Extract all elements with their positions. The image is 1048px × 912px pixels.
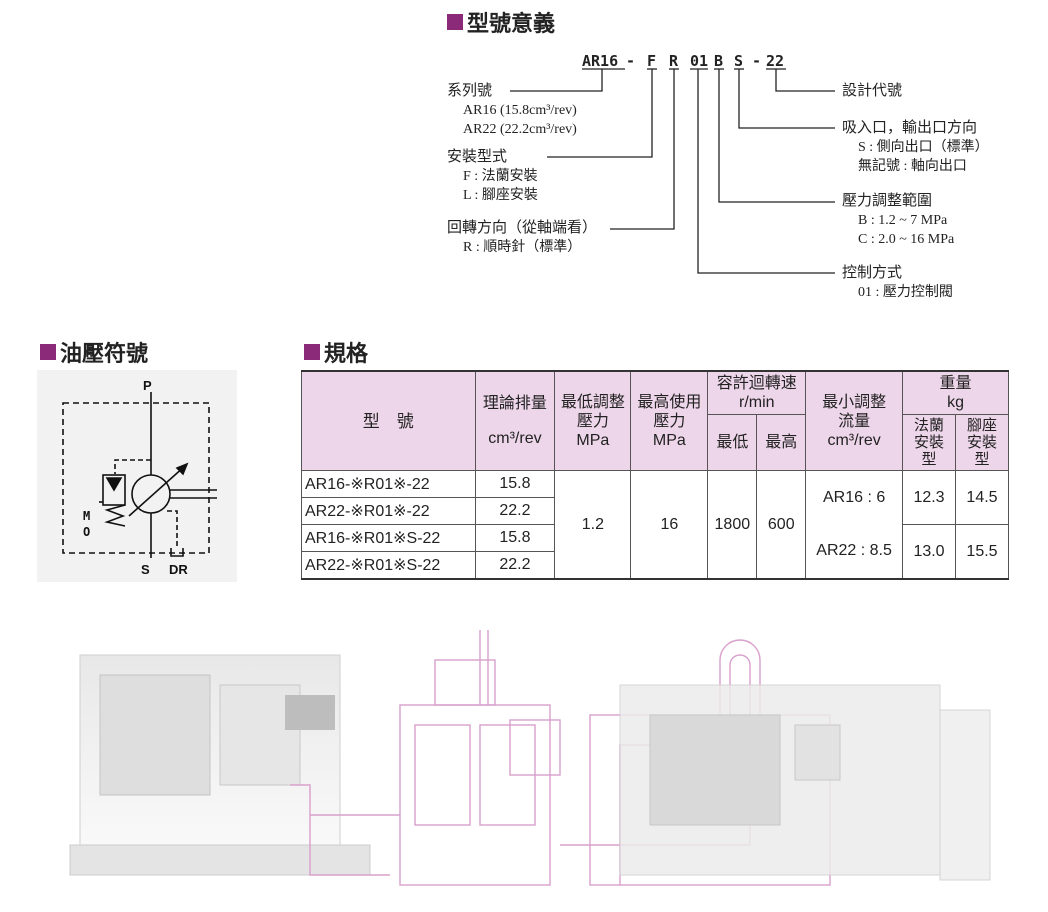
cell-flow-ar16: AR16 : 6 (805, 470, 904, 525)
table-row: AR16-※R01※S-22 15.8 AR22 : 8.5 13.0 15.5 (301, 524, 1010, 580)
machining-center-image (69, 654, 371, 876)
header-min-pressure: 最低調整壓力 MPa (554, 370, 632, 471)
header-weight: 重量 kg (902, 370, 1009, 415)
code-mounting: F (647, 52, 657, 70)
cell-weight-ar16-flange: 12.3 (902, 470, 956, 525)
cell-speed-max: 600 (756, 470, 807, 580)
code-control: 01 (690, 52, 709, 70)
cell-weight-ar16-foot: 14.5 (954, 470, 1010, 525)
cell-displacement: 15.8 (474, 524, 556, 552)
control-label: 控制方式 01 : 壓力控制閥 (842, 265, 953, 300)
design-label: 設計代號 (842, 83, 903, 99)
spec-title: 規格 (304, 336, 368, 368)
cell-speed-min: 1800 (707, 470, 758, 580)
code-design: 22 (766, 52, 785, 70)
code-rotation: R (669, 52, 679, 70)
symbol-o-label: O (83, 525, 90, 539)
port-label: 吸入口，輸出口方向 S : 側向出口（標準） 無記號 : 軸向出口 (842, 120, 989, 174)
cell-max-pressure: 16 (630, 470, 709, 580)
machine-illustration (69, 630, 991, 886)
title-marker-icon (447, 14, 463, 30)
cell-model: AR22-※R01※-22 (301, 497, 476, 525)
header-flange: 法蘭安裝型 (902, 414, 956, 471)
cell-weight-ar22-foot: 15.5 (954, 524, 1010, 580)
header-displacement: 理論排量 cm³/rev (474, 370, 556, 471)
header-speed: 容許迴轉速 r/min (707, 370, 807, 415)
port-s-label: S (141, 562, 150, 577)
table-row: AR22-※R01※S-22 22.2 (301, 551, 1009, 580)
table-row: AR16-※R01※-22 15.8 1.2 16 1800 600 AR16 … (301, 470, 1010, 580)
cell-model: AR16-※R01※S-22 (301, 524, 476, 552)
title-marker-icon (40, 344, 56, 360)
hydraulic-symbol-panel: P S DR M O (37, 370, 237, 582)
title-marker-icon (304, 344, 320, 360)
cell-displacement: 22.2 (474, 551, 556, 580)
symbol-title: 油壓符號 (40, 336, 148, 368)
header-model: 型 號 (301, 370, 476, 471)
spec-table: 型 號 理論排量 cm³/rev 最低調整壓力 MPa 最高使用壓力 MPa 容… (301, 370, 1010, 580)
code-pressure: B (714, 52, 724, 70)
model-code-connectors (510, 68, 835, 274)
cell-flow-ar22: AR22 : 8.5 (805, 524, 904, 580)
symbol-m-label: M (83, 509, 90, 523)
header-speed-min: 最低 (707, 414, 758, 471)
code-dash: - (752, 52, 762, 70)
header-min-flow: 最小調整流量 cm³/rev (805, 370, 904, 471)
lathe-image (619, 684, 991, 881)
cell-min-pressure: 1.2 (554, 470, 632, 580)
code-port: S (734, 52, 744, 70)
rotation-label: 回轉方向（從軸端看） R : 順時針（標準） (447, 220, 598, 255)
code-dash: - (626, 52, 636, 70)
pressure-range-label: 壓力調整範圍 B : 1.2 ~ 7 MPa C : 2.0 ~ 16 MPa (842, 193, 955, 247)
header-foot: 腳座安裝型 (954, 414, 1010, 471)
cell-model: AR22-※R01※S-22 (301, 551, 476, 580)
cell-model: AR16-※R01※-22 (301, 470, 476, 498)
model-meaning-title: 型號意義 (447, 6, 555, 38)
hydraulic-symbol-icon: P S DR M O (62, 378, 217, 577)
header-speed-max: 最高 (756, 414, 807, 471)
series-label: 系列號 AR16 (15.8cm³/rev) AR22 (22.2cm³/rev… (447, 83, 577, 137)
table-row: AR22-※R01※-22 22.2 (301, 497, 1009, 525)
cell-displacement: 15.8 (474, 470, 556, 498)
code-series: AR16 (582, 52, 619, 70)
cell-weight-ar22-flange: 13.0 (902, 524, 956, 580)
port-dr-label: DR (169, 562, 188, 577)
cell-displacement: 22.2 (474, 497, 556, 525)
header-max-pressure: 最高使用壓力 MPa (630, 370, 709, 471)
port-p-label: P (143, 378, 152, 393)
mounting-label: 安裝型式 F : 法蘭安裝 L : 腳座安裝 (447, 149, 538, 203)
